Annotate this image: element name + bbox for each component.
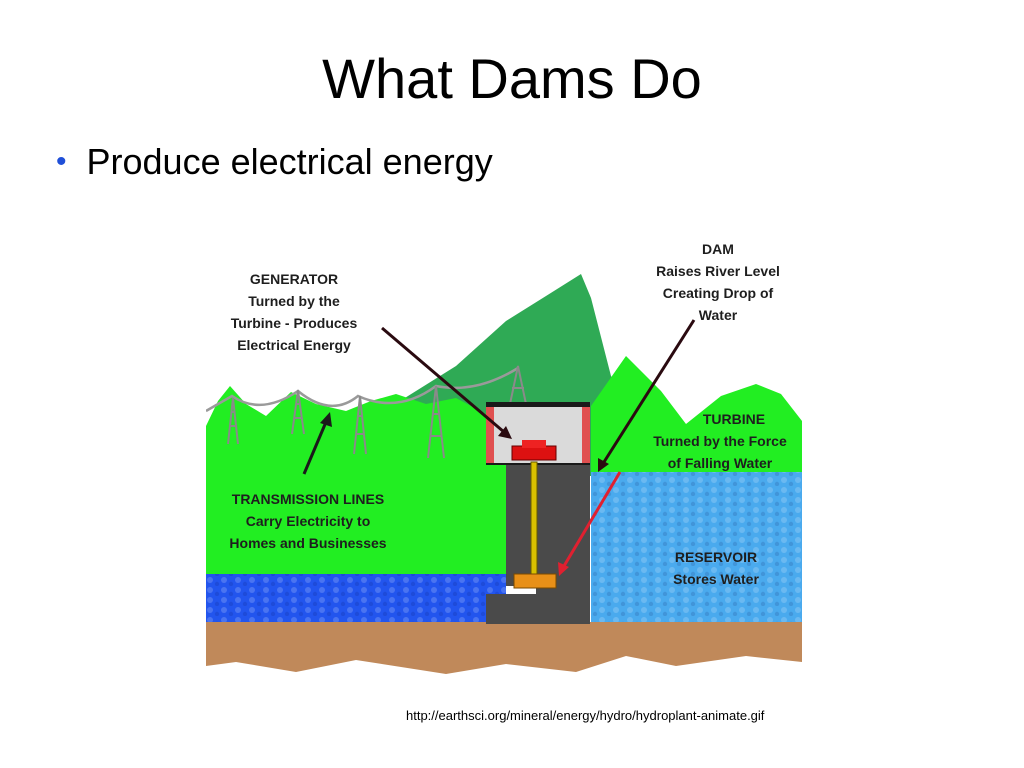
transmission-wire	[206, 366, 519, 413]
svg-text:Electrical Energy: Electrical Energy	[237, 337, 351, 353]
svg-text:TRANSMISSION LINES: TRANSMISSION LINES	[232, 491, 384, 507]
brick-wall	[486, 407, 494, 464]
turbine-arrow	[558, 471, 622, 576]
dam-structure	[486, 464, 590, 622]
turbine	[513, 573, 557, 589]
tower-icon	[227, 397, 239, 445]
svg-text:RESERVOIR: RESERVOIR	[675, 549, 757, 565]
generator-arrow	[381, 326, 512, 439]
soil-ground	[206, 622, 802, 674]
tower-icon	[427, 385, 445, 459]
tower-icon	[509, 365, 527, 405]
generator-label: GENERATOR Turned by the Turbine - Produc…	[231, 271, 358, 353]
turbine-label: TURBINE Turned by the Force of Falling W…	[653, 411, 787, 471]
svg-text:Water: Water	[699, 307, 738, 323]
dam-arrow	[598, 319, 696, 472]
bullet-item: • Produce electrical energy	[56, 140, 493, 183]
svg-text:Creating Drop of: Creating Drop of	[663, 285, 774, 301]
tower-icon	[353, 395, 367, 455]
brick-wall	[582, 407, 590, 464]
svg-text:GENERATOR: GENERATOR	[250, 271, 338, 287]
slide-title: What Dams Do	[322, 47, 702, 110]
svg-text:Turned by the: Turned by the	[248, 293, 340, 309]
svg-text:of Falling Water: of Falling Water	[668, 455, 773, 471]
svg-text:Homes and Businesses: Homes and Businesses	[229, 535, 386, 551]
svg-text:Carry Electricity to: Carry Electricity to	[246, 513, 371, 529]
svg-text:Turned by the Force: Turned by the Force	[653, 433, 787, 449]
tower-icon	[291, 389, 305, 435]
svg-text:Stores Water: Stores Water	[673, 571, 759, 587]
diagram-svg: GENERATOR Turned by the Turbine - Produc…	[206, 241, 802, 674]
svg-text:Raises River Level: Raises River Level	[656, 263, 780, 279]
transmission-arrow	[302, 412, 332, 475]
bullet-dot-icon: •	[56, 145, 67, 178]
hydroplant-diagram: GENERATOR Turned by the Turbine - Produc…	[206, 226, 806, 674]
dam-label: DAM Raises River Level Creating Drop of …	[656, 241, 780, 323]
svg-text:DAM: DAM	[702, 241, 734, 257]
transmission-label: TRANSMISSION LINES Carry Electricity to …	[229, 491, 386, 551]
svg-text:Turbine - Produces: Turbine - Produces	[231, 315, 358, 331]
source-link[interactable]: http://earthsci.org/mineral/energy/hydro…	[406, 708, 765, 723]
svg-text:TURBINE: TURBINE	[703, 411, 765, 427]
bullet-text: Produce electrical energy	[86, 141, 493, 182]
turbine-shaft	[530, 461, 538, 575]
reservoir-label: RESERVOIR Stores Water	[673, 549, 759, 587]
generator	[511, 445, 557, 461]
